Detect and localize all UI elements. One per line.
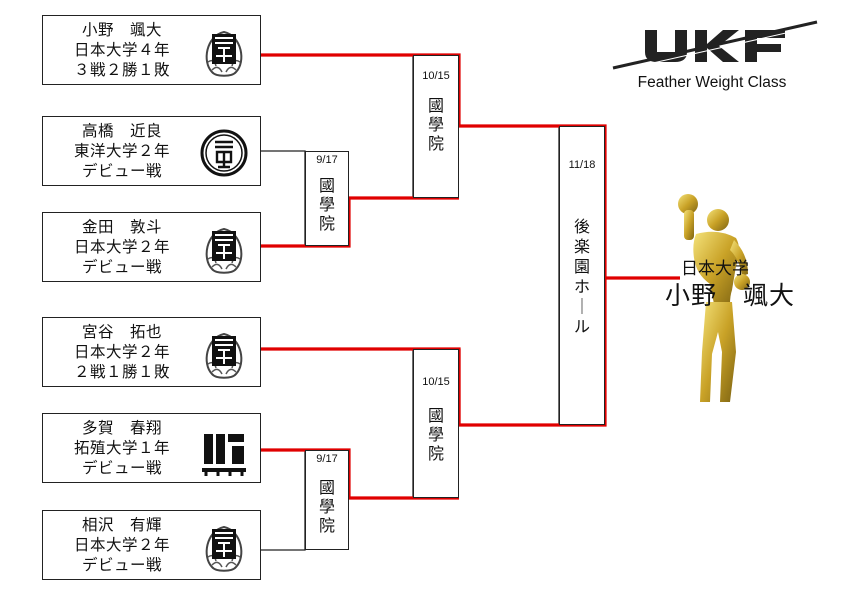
round-date: 9/17 — [316, 154, 338, 166]
fighter-name: 高橋 近良 — [81, 122, 162, 140]
fighter-school: 日本大学２年 — [73, 238, 170, 256]
weight-class-title: Feather Weight Class — [637, 74, 787, 91]
fighter-name: 相沢 有輝 — [81, 516, 162, 534]
toyo-crest-icon — [200, 129, 248, 177]
fighter-school: 東洋大学２年 — [73, 142, 170, 160]
bracket-line — [261, 449, 306, 551]
bracket-line — [349, 349, 414, 499]
fighter-record: デビュー戦 — [81, 556, 162, 574]
kokugakuin-crest-icon — [205, 30, 243, 77]
fighter-card: 金田 敦斗 日本大学２年 デビュー戦 — [42, 212, 261, 282]
boxer-trophy-icon — [678, 194, 750, 402]
fighter-name: 小野 颯大 — [81, 21, 162, 39]
bracket-line — [261, 150, 306, 247]
winner-name: 小野 颯大 — [664, 281, 795, 310]
fighter-school: 日本大学４年 — [73, 41, 170, 59]
advance-line-taga — [261, 448, 459, 500]
kokugakuin-crest-icon — [205, 227, 243, 274]
round-venue: 國 學 院 — [318, 176, 335, 233]
fighter-school: 拓殖大学１年 — [73, 439, 170, 457]
round-date: 10/15 — [422, 376, 450, 388]
round-date: 10/15 — [422, 70, 450, 82]
round-box-final: 11/18 後 楽 園 ホ ｜ ル — [559, 126, 605, 425]
fighter-school: 日本大学２年 — [73, 536, 170, 554]
round-date: 11/18 — [568, 159, 596, 171]
round-venue: 後 楽 園 ホ ｜ ル — [573, 217, 590, 336]
fighter-record: ２戦１勝１敗 — [73, 363, 170, 381]
bracket-line — [503, 126, 560, 426]
advance-line-kaneda — [261, 196, 459, 248]
round-date: 9/17 — [316, 453, 338, 465]
fighter-name: 多賀 春翔 — [81, 419, 162, 437]
fighter-name: 金田 敦斗 — [81, 218, 162, 236]
fighter-card: 多賀 春翔 拓殖大学１年 デビュー戦 — [42, 413, 261, 483]
fighter-record: ３戦２勝１敗 — [73, 61, 170, 79]
fighter-school: 日本大学２年 — [73, 343, 170, 361]
fighter-record: デビュー戦 — [81, 459, 162, 477]
winner-school: 日本大学 — [681, 259, 749, 279]
fighter-record: デビュー戦 — [81, 162, 162, 180]
round-box-first-bottom: 9/17 國 學 院 — [305, 450, 349, 550]
ukf-logo — [612, 20, 818, 73]
fighter-name: 宮谷 拓也 — [81, 323, 162, 341]
takushoku-crest-icon — [202, 434, 246, 476]
round-box-semi-top: 10/15 國 學 院 — [413, 55, 459, 198]
round-box-semi-bottom: 10/15 國 學 院 — [413, 349, 459, 498]
fighter-card: 相沢 有輝 日本大学２年 デビュー戦 — [42, 510, 261, 580]
fighter-card: 宮谷 拓也 日本大学２年 ２戦１勝１敗 — [42, 317, 261, 387]
fighter-card: 高橋 近良 東洋大学２年 デビュー戦 — [42, 116, 261, 186]
round-venue: 國 學 院 — [318, 478, 335, 535]
round-venue: 國 學 院 — [427, 406, 444, 463]
bracket-line — [349, 55, 414, 199]
fighter-card: 小野 颯大 日本大学４年 ３戦２勝１敗 — [42, 15, 261, 85]
fighter-record: デビュー戦 — [81, 258, 162, 276]
kokugakuin-crest-icon — [205, 525, 243, 572]
round-box-first-top: 9/17 國 學 院 — [305, 151, 349, 246]
round-venue: 國 學 院 — [427, 96, 444, 153]
kokugakuin-crest-icon — [205, 332, 243, 379]
